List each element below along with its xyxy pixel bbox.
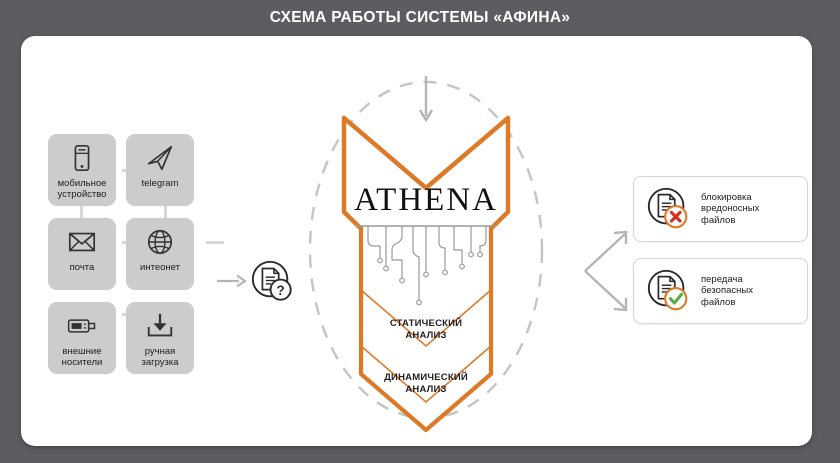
outcome-list: блокировка вредоносных файлов передача б… — [633, 176, 808, 324]
stage-line-1: СТАТИЧЕСКИЙ — [389, 318, 463, 329]
arrow-down-right-icon — [584, 270, 626, 309]
source-label: внешние носители — [61, 346, 103, 368]
outcome-line-1: блокировка — [701, 191, 752, 203]
source-label: ручная загрузка — [141, 346, 179, 368]
source-card-external[interactable]: внешние носители — [48, 302, 116, 374]
stage-body-outline — [358, 226, 494, 433]
svg-text:?: ? — [277, 283, 285, 298]
intake-arrow-icon — [217, 274, 247, 288]
outcome-line-2: вредоносных — [701, 203, 760, 215]
page-title: СХЕМА РАБОТЫ СИСТЕМЫ «АФИНА» — [269, 8, 571, 26]
stage-dynamic-analysis: ДИНАМИЧЕСКИЙ АНАЛИЗ — [276, 372, 576, 396]
engine-graphics — [308, 76, 544, 433]
athena-wordmark: ATHENA — [354, 182, 498, 218]
document-question-icon: ? — [251, 260, 292, 301]
source-label: интеонет — [140, 262, 180, 273]
envelope-icon — [68, 232, 96, 252]
source-card-internet[interactable]: интеонет — [126, 218, 194, 290]
download-icon — [147, 313, 173, 337]
stage-line-2: АНАЛИЗ — [405, 384, 447, 395]
source-card-telegram[interactable]: telegram — [126, 134, 194, 206]
source-label: почта — [69, 262, 95, 273]
source-card-mobile[interactable]: мобильное устройство — [48, 134, 116, 206]
circuit-traces — [367, 226, 487, 306]
inbound-arrow-icon — [418, 76, 434, 123]
cross-badge-icon — [647, 187, 688, 229]
outcome-card-block[interactable]: блокировка вредоносных файлов — [633, 176, 808, 242]
stage-static-analysis: СТАТИЧЕСКИЙ АНАЛИЗ — [276, 318, 576, 342]
stage-divider-2 — [360, 345, 492, 404]
source-label: telegram — [141, 178, 179, 189]
check-badge-icon — [647, 269, 688, 311]
outcome-line-3: файлов — [701, 296, 736, 308]
smartphone-icon — [74, 144, 90, 172]
athena-engine: ATHENA СТАТИЧЕСКИЙ АНАЛИЗ ДИНАМИЧЕСКИЙ А… — [276, 54, 576, 446]
outcome-branch-arrows — [584, 230, 628, 312]
outcome-card-pass[interactable]: передача безопасных файлов — [633, 258, 808, 324]
diagram-panel: мобильное устройство telegram почта — [21, 36, 812, 446]
paper-plane-icon — [147, 145, 173, 171]
arrow-up-right-icon — [584, 233, 626, 272]
outcome-line-2: безопасных — [701, 285, 753, 297]
outcome-label: передача безопасных файлов — [701, 274, 753, 309]
source-label: мобильное устройство — [57, 178, 107, 200]
stage-line-1: ДИНАМИЧЕСКИЙ — [384, 372, 468, 383]
source-card-manual[interactable]: ручная загрузка — [126, 302, 194, 374]
stage-line-2: АНАЛИЗ — [405, 330, 447, 341]
usb-drive-icon — [67, 319, 96, 333]
outcome-label: блокировка вредоносных файлов — [701, 192, 759, 227]
globe-icon — [147, 229, 173, 255]
outcome-line-1: передача — [701, 273, 743, 285]
stage-divider-1 — [360, 289, 492, 348]
source-card-mail[interactable]: почта — [48, 218, 116, 290]
source-grid: мобильное устройство telegram почта — [48, 134, 194, 374]
outcome-line-3: файлов — [701, 214, 736, 226]
page-header: СХЕМА РАБОТЫ СИСТЕМЫ «АФИНА» — [0, 0, 840, 35]
